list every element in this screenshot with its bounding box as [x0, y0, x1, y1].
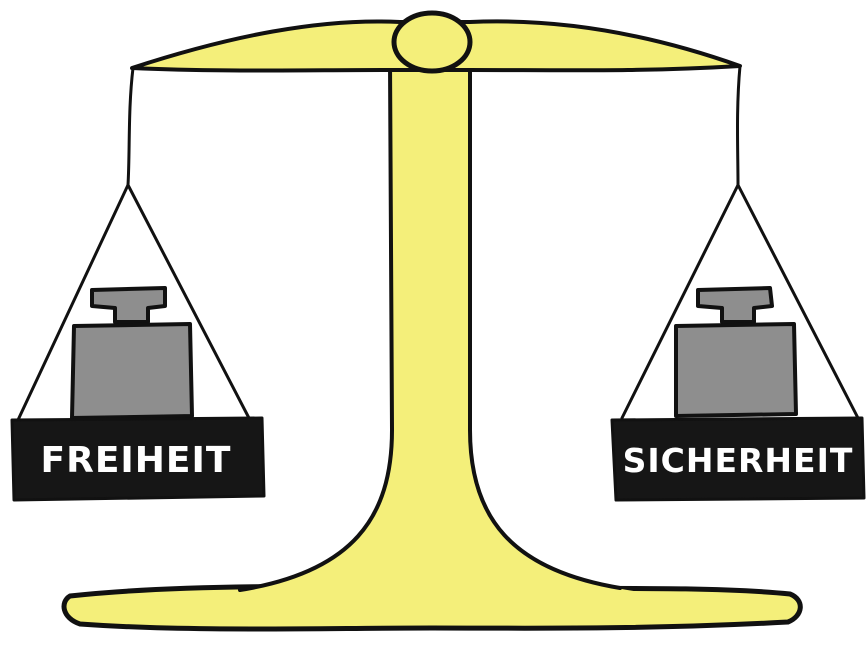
scale-column-outline-right	[470, 62, 620, 588]
scale-base	[64, 586, 800, 629]
left-weight	[72, 288, 192, 418]
scale-column-outline-left	[240, 62, 392, 590]
right-pan-plate: SICHERHEIT	[612, 418, 864, 500]
right-weight	[676, 288, 796, 416]
left-pan-label: FREIHEIT	[41, 440, 232, 481]
left-pan-plate: FREIHEIT	[12, 418, 264, 500]
scale-pivot	[394, 13, 470, 71]
right-pan-label: SICHERHEIT	[623, 441, 854, 480]
scale-column	[230, 60, 640, 592]
